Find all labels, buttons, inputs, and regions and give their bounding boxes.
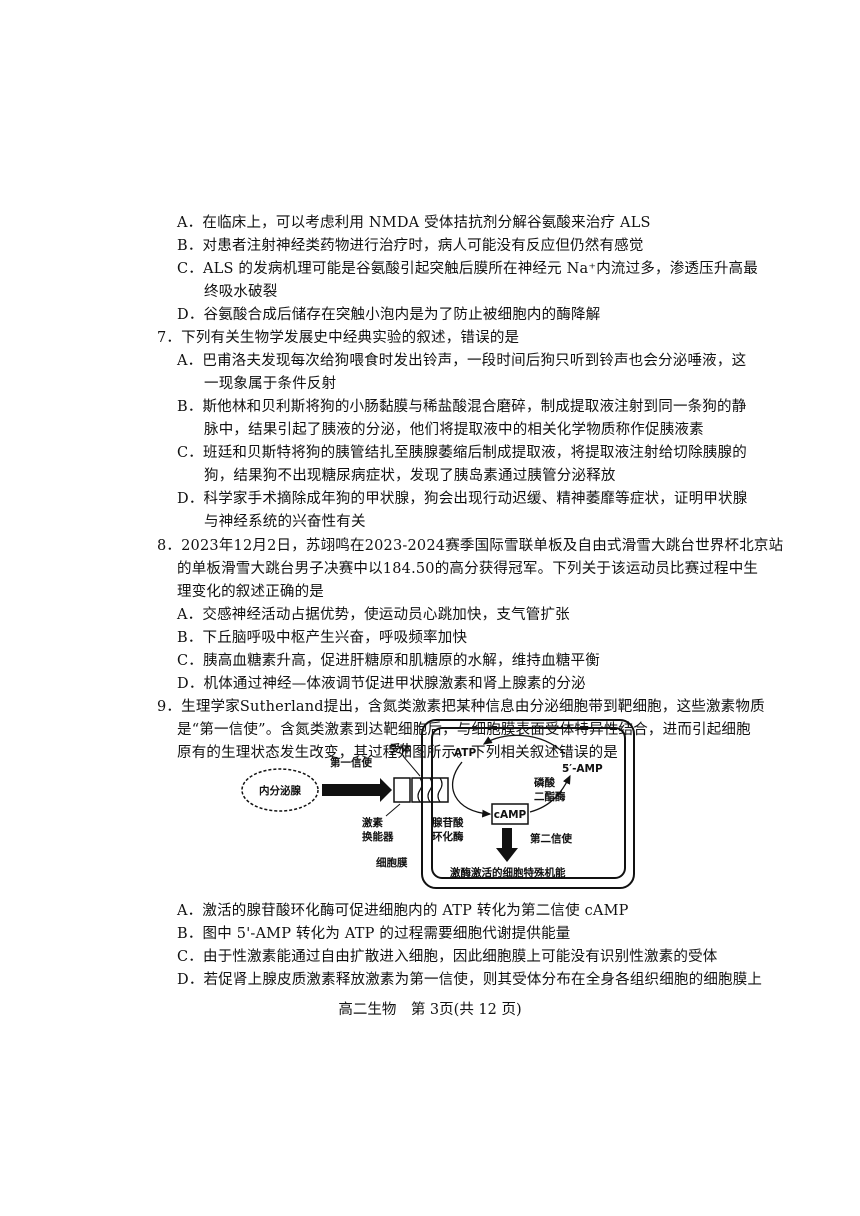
q9-stem-1: 9．生理学家Sutherland提出，含氮类激素把某种信息由分泌细胞带到靶细胞，…	[157, 699, 765, 715]
transducer-label-1: 激素	[362, 816, 383, 829]
q8-option-d: D．机体通过神经—体液调节促进甲状腺激素和肾上腺素的分泌	[177, 676, 586, 692]
endocrine-gland	[241, 768, 319, 812]
cell-membrane-inner	[431, 727, 626, 879]
receptor-wave	[417, 777, 443, 803]
q8-option-a: A．交感神经活动占据优势，使运动员心跳加快，支气管扩张	[177, 607, 570, 623]
atp-label: ATP	[454, 747, 476, 759]
pde-label-1: 磷酸	[534, 776, 555, 789]
q7-option-b: B．斯他林和贝利斯将狗的小肠黏膜与稀盐酸混合磨碎，制成提取液注射到同一条狗的静	[177, 399, 747, 415]
receptor-label: 受体	[390, 742, 411, 755]
q6-option-a: A．在临床上，可以考虑利用 NMDA 受体拮抗剂分解谷氨酸来治疗 ALS	[177, 215, 651, 231]
camp-label: cAMP	[494, 809, 527, 821]
q9-option-a: A．激活的腺苷酸环化酶可促进细胞内的 ATP 转化为第二信使 cAMP	[177, 903, 629, 919]
second-messenger-label: 第二信使	[530, 832, 572, 845]
q7-option-c: C．班廷和贝斯特将狗的胰管结扎至胰腺萎缩后制成提取液，将提取液注射给切除胰腺的	[177, 445, 747, 461]
function-label: 激酶激活的细胞特殊机能	[450, 866, 566, 879]
q8-option-b: B．下丘脑呼吸中枢产生兴奋，呼吸频率加快	[177, 630, 468, 646]
q9-option-b: B．图中 5'-AMP 转化为 ATP 的过程需要细胞代谢提供能量	[177, 926, 571, 942]
q6-option-d: D．谷氨酸合成后储存在突触小泡内是为了防止被细胞内的酶降解	[177, 307, 601, 323]
transducer-label-2: 换能器	[362, 830, 394, 843]
hormone-transducer	[393, 777, 411, 803]
q8-stem-1: 8．2023年12月2日，苏翊鸣在2023-2024赛季国际雪联单板及自由式滑雪…	[157, 538, 784, 554]
q7-stem: 7．下列有关生物学发展史中经典实验的叙述，错误的是	[157, 330, 520, 346]
pde-label-2: 二酯酶	[534, 790, 566, 803]
cell-membrane-outer	[421, 719, 635, 889]
first-messenger-arrow	[322, 778, 392, 802]
endocrine-label: 内分泌腺	[259, 784, 301, 797]
q7-option-d-cont: 与神经系统的兴奋性有关	[204, 514, 366, 530]
q6-option-b: B．对患者注射神经类药物进行治疗时，病人可能没有反应但仍然有感觉	[177, 238, 644, 254]
q8-stem-3: 理变化的叙述正确的是	[177, 584, 324, 600]
membrane-label: 细胞膜	[376, 856, 408, 869]
first-messenger-label: 第一信使	[330, 756, 372, 769]
q7-option-a-cont: 一现象属于条件反射	[204, 376, 337, 392]
page-footer: 高二生物 第 3页(共 12 页)	[338, 1002, 522, 1018]
q6-option-c-cont: 终吸水破裂	[204, 284, 278, 300]
q8-stem-2: 的单板滑雪大跳台男子决赛中以184.50的高分获得冠军。下列关于该运动员比赛过程…	[177, 561, 759, 577]
q9-option-d: D．若促肾上腺皮质激素释放激素为第一信使，则其受体分布在全身各组织细胞的细胞膜上	[177, 972, 763, 988]
q9-option-c: C．由于性激素能通过自由扩散进入细胞，因此细胞膜上可能没有识别性激素的受体	[177, 949, 718, 965]
second-messenger-arrow	[496, 828, 518, 862]
q6-option-c: C．ALS 的发病机理可能是谷氨酸引起突触后膜所在神经元 Na⁺内流过多，渗透压…	[177, 261, 758, 277]
q9-stem-3: 原有的生理状态发生改变，其过程如图所示。下列相关叙述错误的是	[177, 745, 618, 761]
camp-box	[491, 803, 529, 825]
q8-option-c: C．胰高血糖素升高，促进肝糖原和肌糖原的水解，维持血糖平衡	[177, 653, 600, 669]
amp-label: 5′-AMP	[562, 763, 603, 775]
q7-option-a: A．巴甫洛夫发现每次给狗喂食时发出铃声，一段时间后狗只听到铃声也会分泌唾液，这	[177, 353, 747, 369]
q7-option-d: D．科学家手术摘除成年狗的甲状腺，狗会出现行动迟缓、精神萎靡等症状，证明甲状腺	[177, 491, 748, 507]
adenylate-cyclase-label-1: 腺苷酸	[432, 816, 464, 829]
q9-stem-2: 是“第一信使”。含氮类激素到达靶细胞后，与细胞膜表面受体特异性结合，进而引起细胞	[177, 722, 751, 738]
adenylate-cyclase-label-2: 环化酶	[432, 830, 464, 843]
hormone-signaling-diagram: 内分泌腺 第一信使 受体 激素 换能器 腺苷酸 环化酶 细胞膜 ATP cAMP…	[241, 719, 635, 889]
q7-option-c-cont: 狗，结果狗不出现糖尿病症状，发现了胰岛素通过胰管分泌释放	[204, 468, 616, 484]
q7-option-b-cont: 脉中，结果引起了胰液的分泌，他们将提取液中的相关化学物质称作促胰液素	[204, 422, 704, 438]
